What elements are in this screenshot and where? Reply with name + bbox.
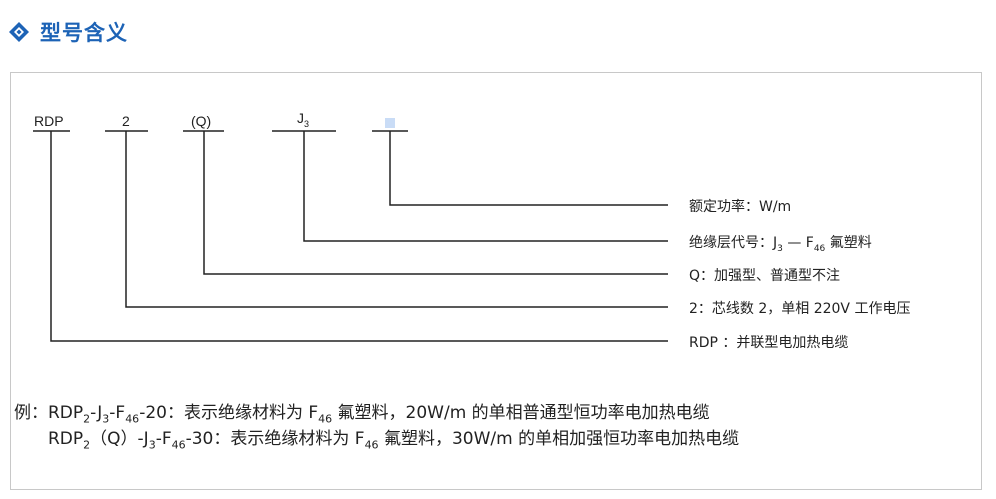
example-1-part: 氟塑料，20W/m 的单相普通型恒功率电加热电缆 xyxy=(332,403,710,423)
example-2-part: （Q）-J xyxy=(90,429,149,449)
example-1-sub: 2 xyxy=(83,412,91,426)
desc-insulation-mid: — F xyxy=(782,235,814,251)
leader-cores xyxy=(125,131,668,308)
code-q: (Q) xyxy=(191,113,212,129)
example-1-sub: 3 xyxy=(102,412,110,426)
leader-power xyxy=(389,131,668,206)
desc-insulation-post: 氟塑料 xyxy=(825,235,872,251)
example-1-sub: 46 xyxy=(318,412,333,426)
example-line-2: RDP2（Q）-J3-F46-30：表示绝缘材料为 F46 氟塑料，30W/m … xyxy=(48,424,739,451)
desc-insulation-pre: 绝缘层代号：J xyxy=(689,235,778,251)
desc-power: 额定功率：W/m xyxy=(689,199,792,215)
diamond-icon xyxy=(8,21,30,43)
example-line-1: 例：RDP2-J3-F46-20：表示绝缘材料为 F46 氟塑料，20W/m 的… xyxy=(14,398,710,425)
desc-insulation: 绝缘层代号：J3 — F46 氟塑料 xyxy=(689,232,872,254)
example-1-part: -J xyxy=(90,403,103,423)
section-header: 型号含义 xyxy=(8,16,128,48)
desc-q: Q：加强型、普通型不注 xyxy=(689,268,841,284)
diagram-frame xyxy=(10,72,982,490)
desc-insulation-sub2: 46 xyxy=(813,243,826,254)
desc-insulation-sub1: 3 xyxy=(777,243,783,254)
example-1-sub: 46 xyxy=(125,412,140,426)
leader-q xyxy=(203,131,668,275)
example-2-part: -F xyxy=(155,429,172,449)
desc-cores: 2：芯线数 2，单相 220V 工作电压 xyxy=(689,301,911,317)
code-j3: J3 xyxy=(297,110,309,129)
example-2-part: 氟塑料，30W/m 的单相加强恒功率电加热电缆 xyxy=(378,429,740,449)
example-2-sub: 46 xyxy=(364,438,379,452)
leader-insulation xyxy=(303,131,668,242)
example-1-prefix: 例： xyxy=(14,403,48,423)
code-j3-sub: 3 xyxy=(304,118,310,129)
example-2-sub: 2 xyxy=(83,438,91,452)
example-2-sub: 3 xyxy=(148,438,156,452)
example-2-sub: 46 xyxy=(171,438,186,452)
example-1-part: -20：表示绝缘材料为 F xyxy=(139,403,319,423)
leader-rdp xyxy=(50,131,668,342)
code-j3-main: J xyxy=(297,110,304,126)
desc-rdp: RDP ：并联型电加热电缆 xyxy=(689,335,849,351)
example-2-part: -30：表示绝缘材料为 F xyxy=(185,429,365,449)
page-title: 型号含义 xyxy=(40,21,128,45)
code-rdp: RDP xyxy=(34,113,64,129)
example-1-part: -F xyxy=(109,403,126,423)
placeholder-square xyxy=(385,118,395,128)
example-1-part: RDP xyxy=(48,403,84,423)
example-2-part: RDP xyxy=(48,429,84,449)
code-2: 2 xyxy=(122,113,130,129)
